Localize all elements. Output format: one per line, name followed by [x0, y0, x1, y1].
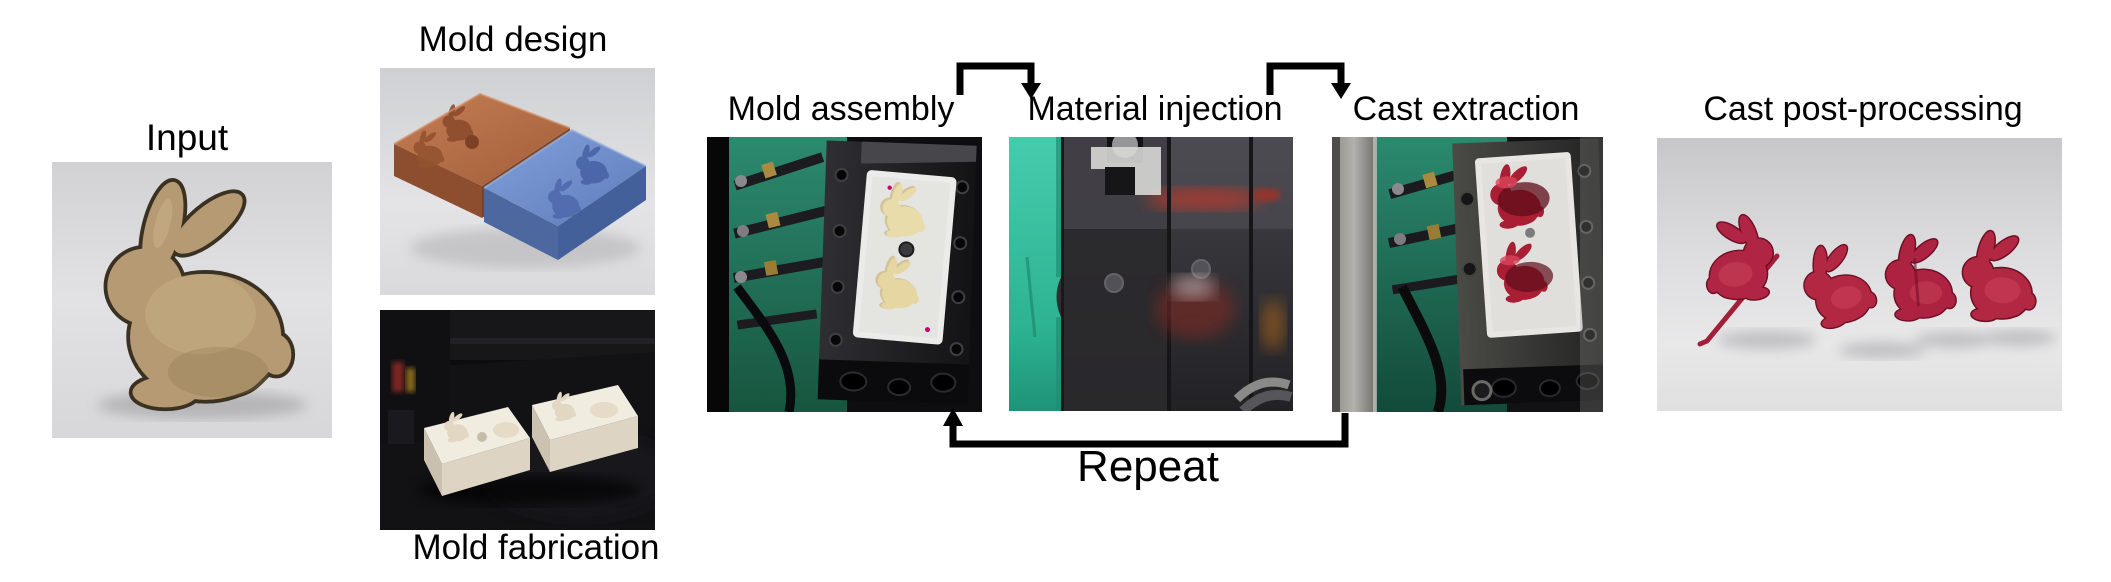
mold-design-render — [380, 68, 655, 295]
repeat-loop-arrow-icon — [943, 408, 1349, 448]
mold-plate — [817, 140, 977, 405]
cast-extraction-render — [1332, 137, 1603, 412]
white-mold-halves — [424, 385, 638, 496]
input-label: Input — [145, 117, 229, 158]
clamp-part — [1233, 377, 1293, 411]
material-injection-image — [1009, 137, 1293, 411]
cast-shadows — [1717, 330, 2057, 358]
blue-mold-half — [483, 128, 647, 260]
cast-post-processing-image — [1657, 138, 2062, 411]
mold-design-image — [380, 68, 655, 295]
mold-assembly-image — [707, 137, 982, 412]
mold-fabrication-label: Mold fabrication — [412, 528, 660, 567]
mold-fabrication-render — [380, 310, 655, 530]
mold-assembly-label: Mold assembly — [727, 90, 955, 128]
repeat-label: Repeat — [1077, 442, 1219, 491]
cast-post-processing-label: Cast post-processing — [1703, 90, 2023, 128]
bunny-icon — [107, 178, 291, 408]
mold-fabrication-image — [380, 310, 655, 530]
cast-extraction-image — [1332, 137, 1603, 412]
cast-post-processing-render — [1657, 138, 2062, 411]
cast-extraction-label: Cast extraction — [1352, 90, 1580, 128]
material-injection-render — [1009, 137, 1293, 411]
input-bunny-render — [52, 162, 332, 438]
red-cast-3 — [1884, 232, 1957, 322]
red-cast-bottom — [1494, 238, 1554, 304]
red-cast-top — [1488, 160, 1550, 230]
red-cast-4 — [1959, 227, 2040, 324]
mold-plate — [1452, 138, 1603, 406]
red-cast-2 — [1795, 234, 1882, 333]
mold-insert — [1474, 152, 1583, 338]
machine-teal-column — [1009, 137, 1061, 411]
input-image — [52, 162, 332, 438]
printer-head — [380, 310, 450, 444]
mold-assembly-render — [707, 137, 982, 412]
machine-levers — [732, 152, 829, 412]
material-injection-label: Material injection — [1027, 90, 1283, 128]
machine-bracket — [1091, 137, 1161, 195]
mold-insert — [852, 170, 957, 345]
mold-design-label: Mold design — [418, 20, 608, 59]
red-cast-1 — [1696, 208, 1781, 308]
